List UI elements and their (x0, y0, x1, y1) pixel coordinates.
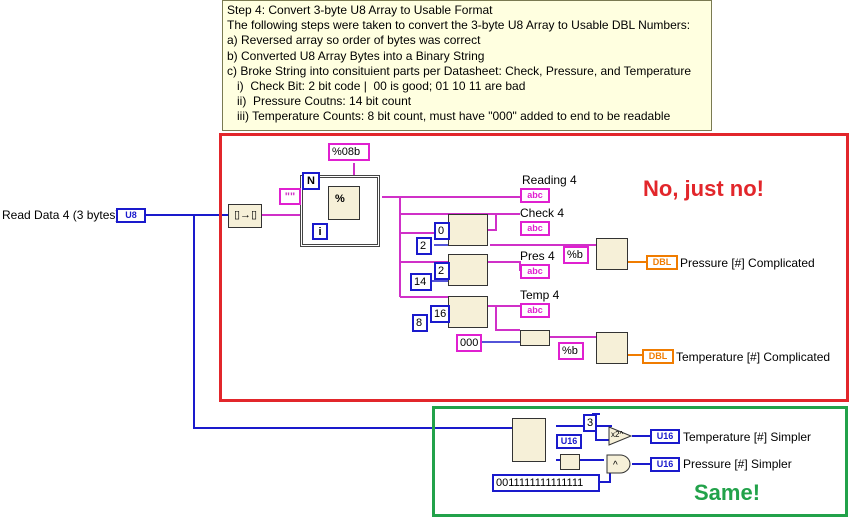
length-const-8[interactable]: 8 (412, 314, 428, 332)
simpler-section-box (432, 406, 848, 517)
temperature-complicated-indicator[interactable]: DBL (642, 349, 674, 364)
loop-count-terminal[interactable]: N (302, 172, 320, 190)
pressure-complicated-label: Pressure [#] Complicated (680, 256, 815, 270)
concatenate-strings-node[interactable] (520, 330, 550, 346)
to-u16-node[interactable]: U16 (556, 434, 582, 449)
string-subset-node-pres[interactable] (448, 254, 488, 286)
format-const-b-pressure[interactable]: %b (563, 246, 589, 264)
pressure-simpler-label: Pressure [#] Simpler (683, 457, 792, 471)
check-4-label: Check 4 (520, 206, 565, 220)
format-into-string-node[interactable]: % (328, 186, 360, 220)
comment-line: i) Check Bit: 2 bit code | 00 is good; 0… (227, 79, 526, 94)
svg-text:^: ^ (613, 460, 618, 471)
offset-const-0[interactable]: 0 (434, 222, 450, 240)
empty-string-const[interactable]: "" (279, 188, 301, 205)
verdict-same: Same! (694, 480, 761, 505)
format-const-b-temperature[interactable]: %b (558, 342, 584, 360)
shift-triangle-icon (608, 426, 633, 446)
comment-line: The following steps were taken to conver… (227, 18, 691, 33)
percent-format-icon: % (335, 193, 345, 205)
reverse-arrow-icon: ▯→▯ (234, 209, 258, 221)
reading-4-label: Reading 4 (522, 173, 577, 187)
comment-line: ii) Pressure Coutns: 14 bit count (227, 94, 412, 109)
reading-4-indicator[interactable]: abc (520, 188, 550, 203)
check-4-indicator[interactable]: abc (520, 221, 550, 236)
comment-line: b) Converted U8 Array Bytes into a Binar… (227, 48, 485, 63)
pres-4-indicator[interactable]: abc (520, 264, 550, 279)
offset-const-16[interactable]: 16 (430, 305, 450, 323)
pres-4-label: Pres 4 (520, 249, 555, 263)
temp-4-label: Temp 4 (520, 288, 560, 302)
temperature-complicated-label: Temperature [#] Complicated (676, 350, 831, 364)
shift-const-3[interactable]: 3 (583, 414, 597, 432)
split-number-node[interactable] (560, 454, 580, 470)
read-data-control[interactable]: U8 (116, 208, 146, 223)
loop-iteration-terminal: i (312, 223, 328, 240)
string-subset-node-check[interactable] (448, 214, 488, 246)
comment-line: Step 4: Convert 3-byte U8 Array to Usabl… (227, 3, 493, 17)
shift-label: x2^ (611, 430, 624, 439)
complicated-section-box (219, 133, 849, 402)
pressure-complicated-indicator[interactable]: DBL (646, 255, 678, 270)
and-gate-icon: ^ (606, 454, 631, 474)
input-label: Read Data 4 (3 bytes) (2, 208, 120, 222)
scan-from-string-temperature[interactable] (596, 332, 628, 364)
format-const-08b[interactable]: %08b (328, 143, 370, 161)
logical-shift-node[interactable]: x2^ (608, 426, 633, 446)
reverse-array-node[interactable]: ▯→▯ (228, 204, 262, 228)
step-comment: Step 4: Convert 3-byte U8 Array to Usabl… (222, 0, 712, 131)
join-numbers-node[interactable] (512, 418, 546, 462)
comment-line: a) Reversed array so order of bytes was … (227, 33, 481, 48)
binary-mask-const[interactable]: 0011111111111111 (492, 474, 600, 492)
pressure-simpler-indicator[interactable]: U16 (650, 457, 680, 472)
temp-4-indicator[interactable]: abc (520, 303, 550, 318)
scan-from-string-pressure[interactable] (596, 238, 628, 270)
length-const-14[interactable]: 14 (410, 273, 432, 291)
temperature-simpler-indicator[interactable]: U16 (650, 429, 680, 444)
comment-line: iii) Temperature Counts: 8 bit count, mu… (227, 109, 671, 124)
string-subset-node-temp[interactable] (448, 296, 488, 328)
comment-line: c) Broke String into consituient parts p… (227, 63, 692, 78)
string-const-000[interactable]: 000 (456, 334, 482, 352)
offset-const-2[interactable]: 2 (434, 262, 450, 280)
temperature-simpler-label: Temperature [#] Simpler (683, 430, 812, 444)
and-gate-node[interactable]: ^ (606, 454, 632, 474)
verdict-no: No, just no! (643, 176, 764, 201)
length-const-2[interactable]: 2 (416, 237, 432, 255)
